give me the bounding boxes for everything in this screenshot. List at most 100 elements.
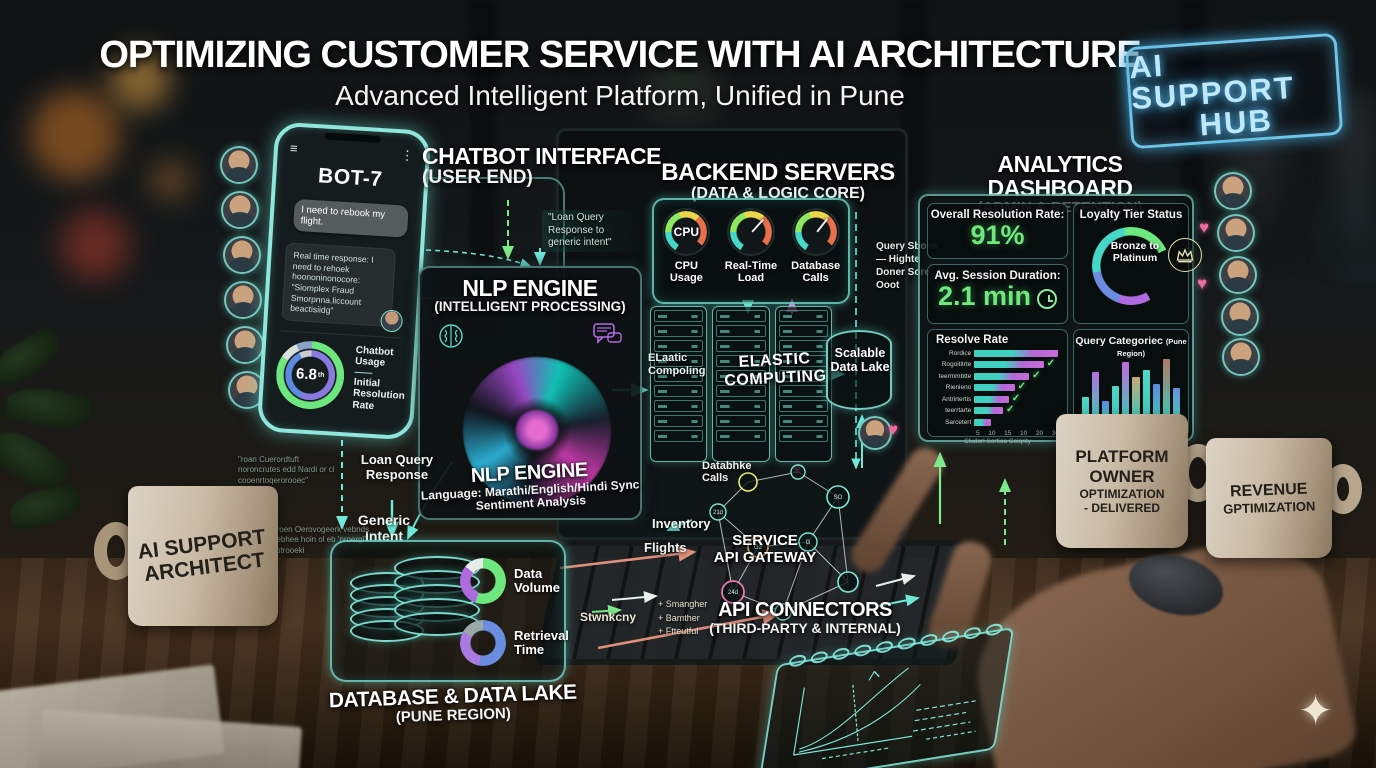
bot-chat-bubble: Real time response: I need to rehoek hoo… (281, 242, 404, 333)
server-rack-column (650, 306, 708, 462)
kebab-menu-icon[interactable]: ⋮ (400, 147, 415, 164)
bullet-item: + Smangher (658, 599, 708, 609)
cpu-usage-gauge: CPU CPU Usage (658, 208, 714, 284)
background-person (1320, 90, 1376, 270)
analytics-dashboard-panel: Overall Resolution Rate: 91% Avg. Sessio… (918, 194, 1202, 445)
customer-avatar (1217, 214, 1255, 252)
query-categories-suffix: (Pune Region) (1117, 337, 1187, 358)
resolve-rate-row: teerrtarte✓ (945, 404, 1015, 416)
bokeh-light (150, 160, 190, 200)
plant-leaf (0, 324, 66, 390)
retrieval-time-metric: Retrieval Time (460, 620, 569, 666)
database-data-lake-box: Data Volume Retrieval Time (330, 540, 569, 682)
neon-sign-line2: HUB (1198, 101, 1274, 142)
customer-avatar (1219, 256, 1257, 294)
backend-section-subtitle: (DATA & LOGIC CORE) (691, 185, 865, 203)
plant-leaf (3, 382, 93, 434)
server-rack-column (712, 306, 770, 462)
user-chat-bubble: I need to rebook my flight. (292, 198, 409, 238)
callout-initial-resolution-rate: Initial Resolution Rate (352, 376, 406, 412)
menu-icon[interactable]: ≡ (289, 140, 299, 156)
chat-bubbles-icon (593, 323, 622, 344)
service-api-gateway-label: SERVICE API GATEWAY (700, 532, 830, 567)
resolve-rate-row: teermmbtte✓ (938, 369, 1041, 381)
customer-avatar (223, 236, 261, 274)
chatbot-phone: ≡ ⋮ BOT-7 I need to rebook my flight. Re… (256, 121, 432, 441)
bokeh-light (30, 90, 120, 180)
resolve-rate-xlabel: Cludorl Sortioa Celqrity (964, 437, 1031, 445)
heart-icon: ♥ (888, 420, 899, 439)
resolve-rate-row: Sarcetert (932, 417, 1061, 428)
section-chatbot-interface: CHATBOT INTERFACE (USER END) (422, 144, 661, 189)
query-category-bar: D1 (1132, 356, 1140, 428)
loyalty-range-label: Bronze to Platinum (1110, 240, 1160, 265)
checkmark-icon: ✓ (1017, 381, 1026, 393)
brain-icon (439, 324, 463, 348)
customer-avatar (224, 281, 262, 319)
loyalty-tier-card: Loyalty Tier Status Bronze to Platinum (1073, 203, 1202, 324)
label-inventory: Inventory (652, 516, 711, 531)
resolve-rate-xticks: 51015102030 (976, 429, 1059, 437)
page-title: OPTIMIZING CUSTOMER SERVICE WITH AI ARCH… (99, 34, 1141, 76)
mug-revenue-text: REVENUE GPTIMIZATION (1204, 436, 1334, 560)
query-category-bar: D5 (1142, 356, 1150, 428)
data-volume-metric: Data Volume (460, 558, 564, 604)
bokeh-light (110, 50, 170, 110)
mug-revenue: REVENUE GPTIMIZATION (1204, 436, 1362, 560)
neon-sign-ai-support-hub: AI SUPPORT HUB (1124, 32, 1344, 150)
customer-avatar (1221, 298, 1259, 336)
nlp-title: NLP ENGINE (462, 275, 598, 301)
resolution-rate-value: 91% (970, 220, 1025, 250)
server-racks (650, 306, 832, 462)
session-duration-label: Avg. Session Duration: (934, 270, 1061, 282)
query-category-bar: C1 (1122, 356, 1130, 428)
bokeh-light (60, 210, 130, 280)
checkmark-icon: ✓ (1032, 369, 1041, 381)
resolve-rate-row: Rordice (932, 348, 1061, 359)
customer-avatar (220, 146, 258, 184)
notepad-sketch (793, 667, 976, 760)
session-duration-value: 2.1 min (937, 281, 1032, 311)
api-connectors-title: API CONNECTORS (718, 599, 892, 621)
bullet-item: + Ftteutful (658, 626, 699, 636)
clock-icon (1037, 289, 1058, 309)
customer-avatar (858, 416, 892, 450)
annotation-loan-query-intent: "Loan Query Response to generic intent" (542, 210, 642, 252)
database-calls-gauge: Database Calls (788, 208, 844, 284)
heart-icon: ♥ (793, 462, 801, 477)
resolution-rate-label: Overall Resolution Rate: (930, 209, 1065, 221)
retrieval-time-donut (460, 620, 506, 666)
bullet-item: + Bamther (658, 612, 700, 623)
section-backend-servers: BACKEND SERVERS (DATA & LOGIC CORE) (658, 160, 898, 203)
mug-ai-support-architect: AI SUPPORT ARCHITECT (94, 486, 278, 626)
data-volume-donut (460, 558, 506, 604)
customer-avatar (221, 191, 259, 229)
mug-platform-owner: PLATFORM OWNER OPTIMIZATION - DELIVERED (1056, 414, 1220, 548)
customer-avatar (1214, 172, 1252, 210)
resolve-rate-row: Antrirtertis✓ (941, 392, 1021, 404)
phone-notch (324, 132, 381, 143)
label-flights: Flights (644, 540, 687, 555)
plant-leaf (7, 483, 83, 531)
mug-platform-text: PLATFORM OWNER OPTIMIZATION - DELIVERED (1056, 414, 1188, 548)
backend-section-title: BACKEND SERVERS (661, 159, 895, 186)
section-api-connectors: API CONNECTORS (THIRD-PARTY & INTERNAL) (700, 600, 910, 636)
query-category-bar: CK1 (1172, 356, 1184, 428)
query-category-bar: D3 (1152, 356, 1160, 428)
mug-line: OPTIMIZATION (1079, 487, 1165, 501)
gauge-value: 6.8 (295, 365, 318, 384)
connector-bullet-list: + Smangher + Bamther + Ftteutful (658, 598, 707, 639)
mug-line: - DELIVERED (1083, 501, 1160, 515)
bot-chat-text: Real time response: I need to rehoek hoo… (289, 249, 374, 316)
mug-line: OWNER (1089, 467, 1155, 486)
label-stwnkcny: Stwnkcny (580, 610, 637, 624)
chatbot-section-title: CHATBOT INTERFACE (422, 143, 661, 169)
sparkle-icon: ✦ (1298, 687, 1334, 734)
divider (280, 329, 401, 339)
checkmark-icon: ✓ (1011, 392, 1021, 404)
crown-icon (1168, 238, 1202, 272)
